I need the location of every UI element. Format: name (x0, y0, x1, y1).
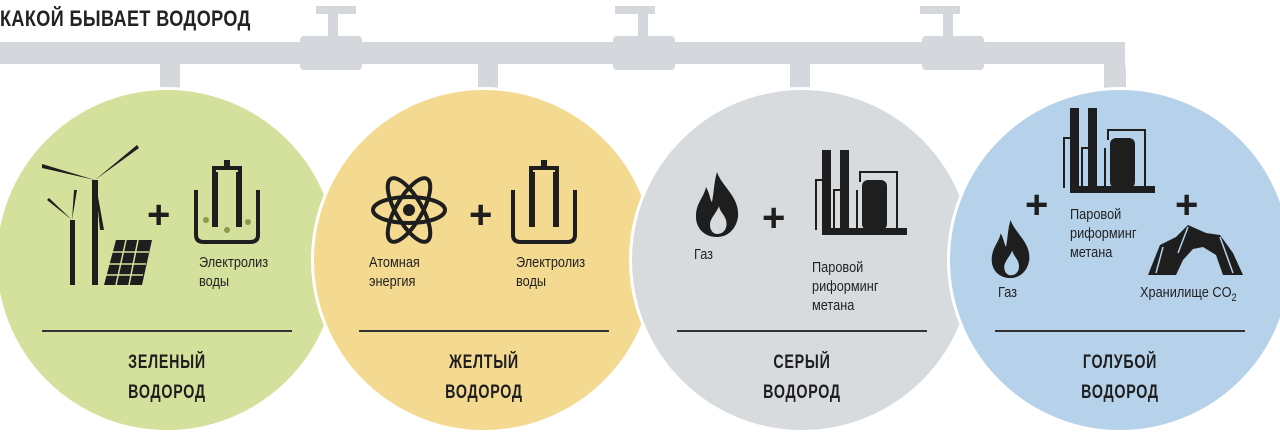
divider (42, 330, 292, 332)
type-name-2: ВОДОРОД (1081, 382, 1159, 403)
atom-icon (371, 176, 447, 244)
nuclear-label-2: энергия (369, 273, 416, 290)
valve-icon (922, 36, 984, 70)
pipe-branch (1104, 52, 1126, 92)
steam-reformer-plant-icon (1063, 108, 1155, 193)
valve-handle (615, 6, 655, 14)
co2-storage-label: Хранилище CO (1140, 284, 1232, 301)
co2-subscript: 2 (1231, 292, 1237, 304)
pipe-main (0, 42, 1125, 64)
type-name: ГОЛУБОЙ (1082, 352, 1158, 373)
co2-storage-rock-icon (1148, 225, 1243, 275)
divider (995, 330, 1245, 332)
gray-hydrogen-circle: Газ + Паровой риформинг метана СЕРЫЙ ВОДОРО… (629, 87, 975, 433)
flame-icon (991, 220, 1030, 278)
reforming-label-3: метана (1070, 244, 1113, 261)
electrolysis-icon (194, 160, 260, 244)
electrolysis-label: Электролиз (199, 254, 269, 271)
electrolysis-label: Электролиз (516, 254, 586, 271)
type-name-2: ВОДОРОД (128, 382, 206, 403)
type-name: СЕРЫЙ (773, 352, 831, 373)
plus-sign: + (147, 193, 171, 237)
reforming-label-2: риформинг (812, 278, 879, 295)
reforming-label: Паровой (1070, 206, 1122, 223)
gas-label: Газ (998, 284, 1017, 301)
flame-icon (695, 172, 739, 237)
type-name-2: ВОДОРОД (763, 382, 841, 403)
valve-icon (613, 36, 675, 70)
valve-stem (328, 10, 338, 40)
valve-handle (920, 6, 960, 14)
plus-sign: + (1175, 183, 1199, 227)
divider (677, 330, 927, 332)
steam-reformer-plant-icon (815, 150, 907, 235)
electrolysis-label-2: воды (199, 273, 230, 290)
reforming-label-2: риформинг (1070, 225, 1137, 242)
valve-icon (300, 36, 362, 70)
plus-sign: + (469, 193, 493, 237)
yellow-hydrogen-circle: + Атомная энергия Электролиз воды ЖЕЛТЫЙ ВО… (311, 87, 657, 433)
pipe-branch (790, 60, 810, 90)
type-name: ЖЕЛТЫЙ (449, 352, 519, 373)
type-name: ЗЕЛЕНЫЙ (128, 352, 206, 373)
pipe-branch (478, 60, 498, 90)
reforming-label: Паровой (812, 259, 864, 276)
reforming-label-3: метана (812, 297, 855, 314)
gas-label: Газ (694, 246, 713, 263)
wind-turbine-solar-icon (42, 145, 152, 286)
infographic-title: КАКОЙ БЫВАЕТ ВОДОРОД (0, 6, 251, 31)
plus-sign: + (1025, 183, 1049, 227)
electrolysis-label-2: воды (516, 273, 547, 290)
pipe-branch (160, 60, 180, 90)
electrolysis-icon (511, 160, 577, 244)
blue-hydrogen-circle: + Газ Паровой риформинг метана + Хранилище… (947, 87, 1280, 433)
nuclear-label: Атомная (369, 254, 420, 271)
divider (359, 330, 609, 332)
type-name-2: ВОДОРОД (445, 382, 523, 403)
valve-stem (943, 10, 953, 40)
green-hydrogen-circle: + Электролиз воды ЗЕЛЕНЫЙ ВОДОРОД (0, 87, 340, 433)
plus-sign: + (762, 196, 786, 240)
valve-stem (638, 10, 648, 40)
